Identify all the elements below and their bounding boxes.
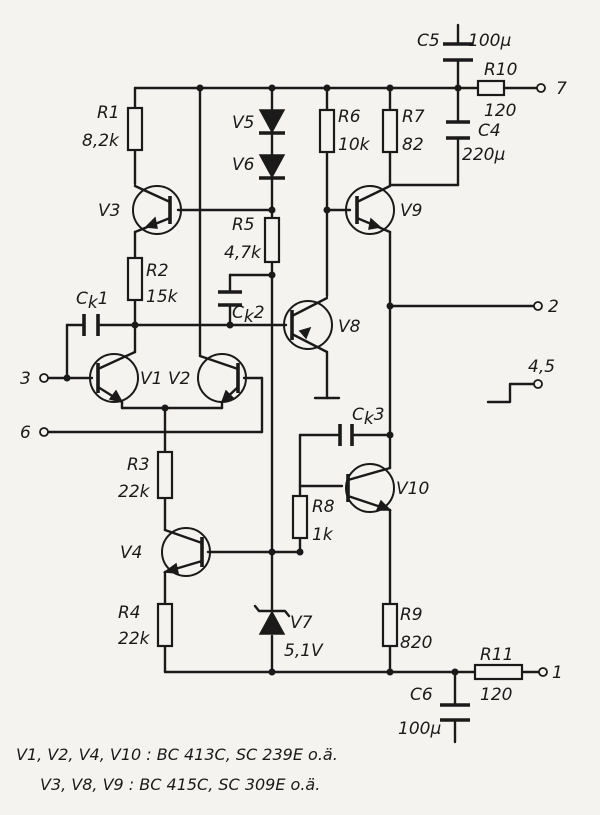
label-v9: V9	[400, 201, 422, 221]
label-r8-value: 1k	[312, 525, 334, 545]
label-r8-name: R8	[312, 497, 335, 517]
resistor-r11	[473, 663, 524, 681]
label-r1-value: 8,2k	[82, 131, 120, 151]
capacitor-c6	[440, 703, 470, 722]
label-v3: V3	[98, 201, 120, 221]
terminal-3-pin	[39, 373, 49, 383]
label-ck1: Ck1	[76, 289, 109, 313]
label-v10: V10	[396, 479, 429, 499]
capacitor-ck3	[338, 424, 354, 446]
label-v5: V5	[232, 113, 254, 133]
terminal-6-pin	[39, 427, 49, 437]
capacitors	[82, 42, 473, 722]
ground-terminal-4-5	[486, 382, 538, 404]
label-v2: V2	[168, 369, 190, 389]
transistor-v1	[89, 350, 139, 404]
resistor-r6	[318, 108, 336, 154]
label-r6-value: 10k	[338, 135, 371, 155]
terminal-2-pin	[533, 301, 543, 311]
label-c6-value: 100µ	[398, 719, 441, 739]
label-ck2: Ck2	[232, 303, 265, 327]
label-r5-value: 4,7k	[224, 243, 262, 263]
resistor-r1	[126, 106, 144, 152]
component-labels: R1 8,2k R2 15k R3 22k R4 22k R5 4,7k R6 …	[76, 31, 517, 739]
resistor-r4	[156, 602, 174, 648]
label-r11-name: R11	[480, 645, 513, 665]
label-c6-name: C6	[410, 685, 433, 705]
resistor-r2	[126, 256, 144, 302]
transistors	[89, 184, 395, 577]
transistor-v2	[197, 353, 247, 404]
terminal-4-5-pin	[533, 379, 543, 389]
resistor-r5	[263, 216, 281, 264]
diode-v6	[258, 154, 286, 180]
transistor-v8	[283, 296, 333, 354]
capacitor-ck2	[218, 290, 242, 307]
note-line-2: V3, V8, V9 : BC 415C, SC 309E o.ä.	[40, 775, 320, 794]
transistor-v9	[345, 184, 395, 235]
label-r9-value: 820	[400, 633, 432, 653]
diodes	[253, 109, 291, 635]
label-r5-name: R5	[232, 215, 255, 235]
label-r10-value: 120	[484, 101, 516, 121]
label-ck3: Ck3	[352, 405, 385, 429]
label-r6-name: R6	[338, 107, 361, 127]
parts-notes: V1, V2, V4, V10 : BC 413C, SC 239E o.ä. …	[16, 745, 338, 794]
label-r10-name: R10	[484, 60, 517, 80]
resistor-r10	[476, 79, 506, 97]
resistor-r9	[381, 602, 399, 648]
transistor-v4	[161, 527, 211, 577]
label-c5-name: C5	[417, 31, 440, 51]
label-v7-name: V7	[290, 613, 313, 633]
label-r2-name: R2	[146, 261, 169, 281]
label-r2-value: 15k	[146, 287, 179, 307]
resistor-r7	[381, 108, 399, 154]
label-r3-name: R3	[127, 455, 150, 475]
terminal-1-label: 1	[552, 663, 563, 683]
terminal-1-pin	[538, 667, 548, 677]
terminal-3-label: 3	[20, 369, 31, 389]
transistor-v10	[345, 463, 395, 513]
label-v1: V1	[140, 369, 162, 389]
label-v8: V8	[338, 317, 361, 337]
label-c4-value: 220µ	[462, 145, 505, 165]
resistors	[126, 79, 524, 681]
label-r1-name: R1	[97, 103, 120, 123]
label-r11-value: 120	[480, 685, 512, 705]
label-r4-value: 22k	[118, 629, 151, 649]
label-v4: V4	[120, 543, 142, 563]
terminal-6-label: 6	[20, 423, 31, 443]
junctions	[63, 84, 462, 676]
capacitor-ck1	[82, 314, 100, 336]
terminals: 7 2 4,5 3 6 1	[20, 79, 567, 683]
terminal-7-label: 7	[556, 79, 567, 99]
note-line-1: V1, V2, V4, V10 : BC 413C, SC 239E o.ä.	[16, 745, 338, 764]
terminal-2-label: 2	[548, 297, 559, 317]
label-v6: V6	[232, 155, 255, 175]
label-r7-name: R7	[402, 107, 425, 127]
label-v7-value: 5,1V	[284, 641, 324, 661]
capacitor-c5	[443, 42, 473, 62]
label-r4-name: R4	[118, 603, 141, 623]
terminal-7-pin	[536, 83, 546, 93]
label-c5-value: 100µ	[468, 31, 511, 51]
resistor-r8	[291, 494, 309, 540]
transistor-v3	[132, 184, 182, 235]
label-r3-value: 22k	[118, 482, 151, 502]
label-r7-value: 82	[402, 135, 424, 155]
zener-diode-v7	[253, 604, 291, 635]
label-r9-name: R9	[400, 605, 423, 625]
terminal-4-5-label: 4,5	[528, 357, 555, 377]
capacitor-c4	[446, 120, 470, 140]
label-c4-name: C4	[478, 121, 501, 141]
diode-v5	[258, 109, 286, 135]
resistor-r3	[156, 450, 174, 500]
